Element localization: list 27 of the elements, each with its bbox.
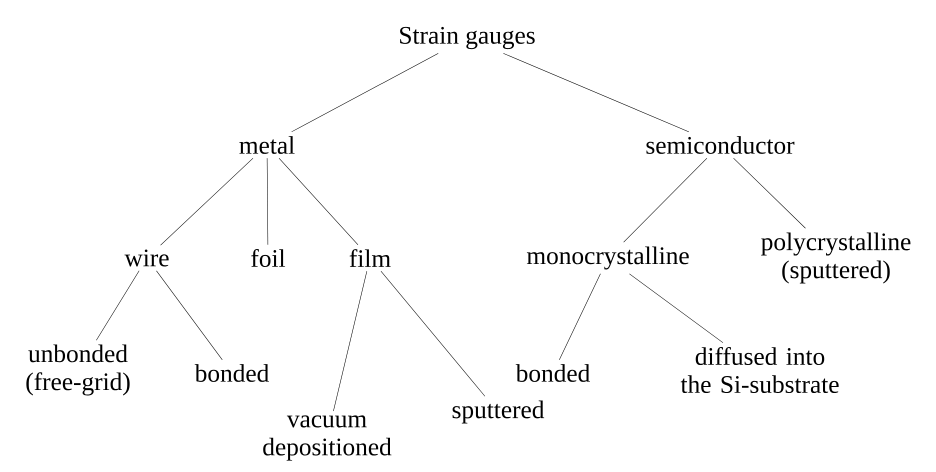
tree-line bbox=[266, 158, 268, 245]
category-label: film bbox=[350, 249, 391, 267]
category-label: sputtered bbox=[452, 400, 544, 424]
tree-line bbox=[380, 270, 486, 397]
category-label: Strain gauges bbox=[400, 26, 535, 50]
tree-line bbox=[160, 158, 254, 246]
category-label: bonded bbox=[194, 364, 269, 382]
category-label: polycrystalline (sputtered) bbox=[761, 232, 910, 284]
category-label: metal bbox=[239, 136, 295, 154]
tree-line bbox=[503, 53, 690, 132]
category-label: vacuum depositioned bbox=[263, 415, 392, 461]
category-label: foil bbox=[251, 248, 286, 268]
tree-line bbox=[629, 274, 724, 343]
tree-line bbox=[156, 270, 223, 360]
category-label: semiconductor bbox=[646, 136, 794, 154]
tree-line bbox=[333, 270, 368, 412]
category-label: unbonded (free-grid) bbox=[26, 344, 130, 396]
tree-line bbox=[559, 274, 601, 360]
category-label: monocrystalline bbox=[526, 246, 689, 270]
tree-line bbox=[623, 158, 708, 242]
tree-line bbox=[278, 158, 358, 246]
tree-line bbox=[733, 158, 806, 229]
tree-line bbox=[291, 53, 439, 132]
category-label: bonded bbox=[516, 364, 590, 382]
tree-line bbox=[96, 270, 140, 340]
category-label: wire bbox=[124, 250, 169, 267]
category-label: diffused into the Si-substrate bbox=[680, 346, 839, 394]
